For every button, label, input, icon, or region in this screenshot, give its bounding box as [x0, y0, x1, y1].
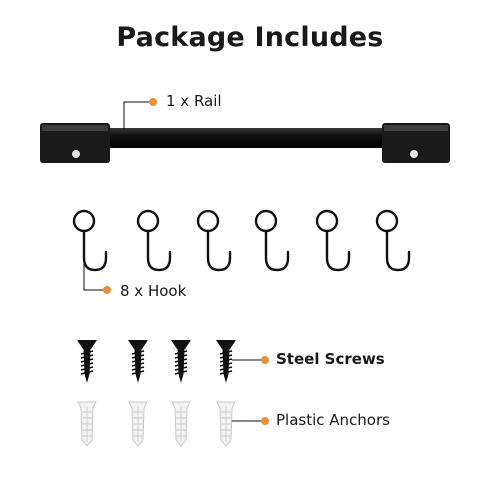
rail-right-bracket: [382, 123, 450, 163]
anchor-3: [171, 401, 191, 447]
rail-illustration: [40, 123, 450, 163]
screw-label: Steel Screws: [276, 350, 385, 368]
rail-bar: [95, 128, 395, 148]
hook-label: 8 x Hook: [120, 282, 187, 300]
rail-left-bracket-shine: [42, 125, 108, 131]
screw-callout: [232, 356, 269, 364]
hooks-illustration: [72, 209, 411, 272]
anchor-1: [77, 401, 97, 447]
hook-2: [136, 209, 172, 272]
screw-4: [216, 340, 236, 383]
anchor-label: Plastic Anchors: [276, 411, 390, 429]
anchors-illustration: [77, 401, 236, 447]
hook-1: [72, 209, 108, 272]
hook-callout-dot: [103, 286, 111, 294]
screw-2: [128, 340, 148, 383]
hook-5: [315, 209, 351, 272]
screw-3: [171, 340, 191, 383]
rail-leader-line: [123, 101, 150, 130]
rail-label: 1 x Rail: [166, 92, 222, 110]
hook-leader-line: [83, 262, 104, 291]
hook-6: [375, 209, 411, 272]
anchor-callout-dot: [261, 417, 269, 425]
screw-callout-dot: [261, 356, 269, 364]
hook-3: [196, 209, 232, 272]
screw-1: [77, 340, 97, 383]
rail-callout: [123, 98, 157, 130]
anchor-2: [128, 401, 148, 447]
page-title: Package Includes: [116, 22, 384, 53]
hook-callout: [83, 262, 111, 294]
rail-right-bracket-shine: [384, 125, 448, 131]
rail-callout-dot: [149, 98, 157, 106]
rail-left-bracket: [40, 123, 110, 163]
screws-illustration: [77, 340, 236, 383]
hook-4: [254, 209, 290, 272]
anchor-callout: [232, 417, 269, 425]
rail-right-hole: [410, 150, 418, 158]
rail-left-hole: [72, 150, 80, 158]
anchor-4: [216, 401, 236, 447]
